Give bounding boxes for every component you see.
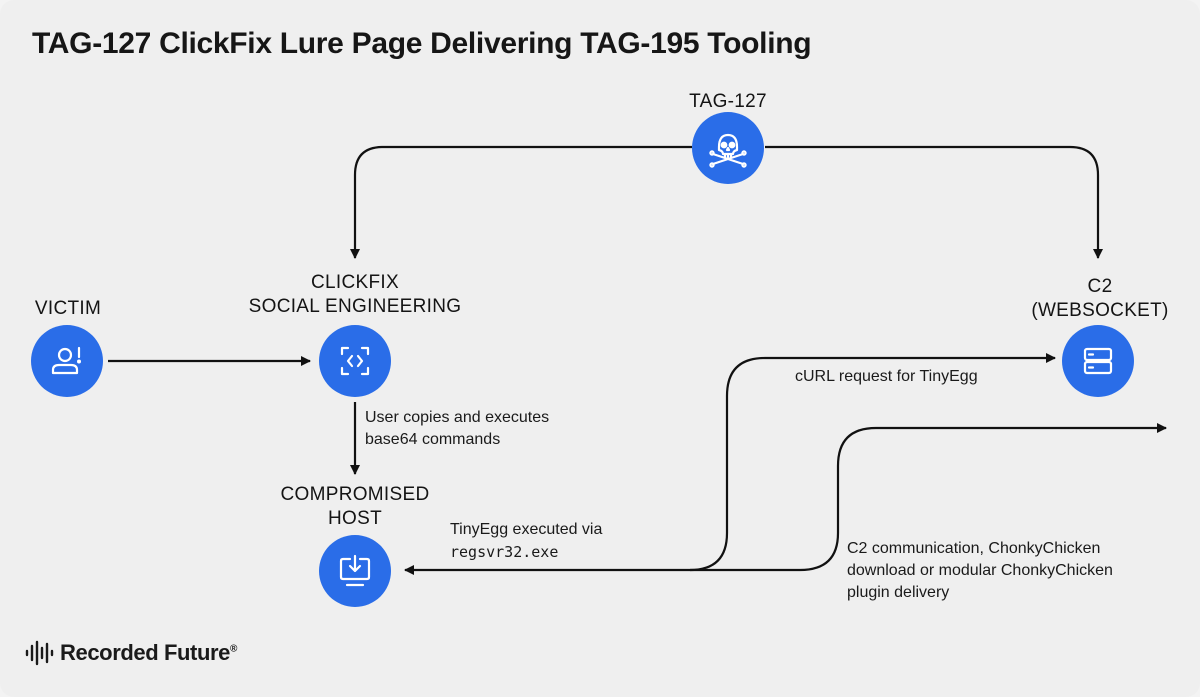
code-brackets-icon <box>340 346 370 376</box>
recorded-future-logo: Recorded Future® <box>24 640 237 666</box>
tag127-label: TAG-127 <box>689 91 767 112</box>
user-alert-icon <box>51 346 81 375</box>
c2-label-line2: (WEBSOCKET) <box>1031 300 1169 321</box>
server-icon <box>1083 347 1113 375</box>
tinyegg-note-line2: regsvr32.exe <box>450 543 559 561</box>
clickfix-label-line1: CLICKFIX <box>311 272 399 293</box>
c2-label-line1: C2 <box>1087 276 1113 297</box>
clickfix-node <box>319 325 391 397</box>
edge-tag127-to-c2 <box>765 145 1103 259</box>
registered-mark: ® <box>230 643 237 655</box>
c2-communication-note-line1: C2 communication, ChonkyChicken <box>847 540 1101 557</box>
victim-label: VICTIM <box>34 298 102 319</box>
host-label-line2: HOST <box>328 508 382 529</box>
host-node <box>319 535 391 607</box>
skull-crossbones-icon <box>709 133 747 168</box>
victim-node <box>31 325 103 397</box>
tinyegg-note-line1: TinyEgg executed via <box>450 521 603 538</box>
host-label-line1: COMPROMISED <box>280 484 430 505</box>
user-copies-note-line1: User copies and executes <box>365 409 550 426</box>
clickfix-label-line2: SOCIAL ENGINEERING <box>248 296 462 317</box>
c2-communication-note-line3: plugin delivery <box>847 584 950 601</box>
c2-node <box>1062 325 1134 397</box>
edge-curl-to-c2 <box>689 353 1056 572</box>
brand-name-text: Recorded Future <box>60 640 231 665</box>
curl-request-note: cURL request for TinyEgg <box>795 368 978 385</box>
monitor-download-icon <box>339 554 371 587</box>
diagram-title: TAG-127 ClickFix Lure Page Delivering TA… <box>32 27 812 60</box>
tag127-node <box>692 112 764 184</box>
user-copies-note-line2: base64 commands <box>365 431 501 448</box>
brand-name: Recorded Future® <box>60 640 237 666</box>
edge-c2-communication <box>690 423 1167 572</box>
c2-communication-note-line2: download or modular ChonkyChicken <box>847 562 1113 579</box>
edge-tag127-to-clickfix <box>350 145 692 259</box>
recorded-future-mark-icon <box>25 640 54 666</box>
